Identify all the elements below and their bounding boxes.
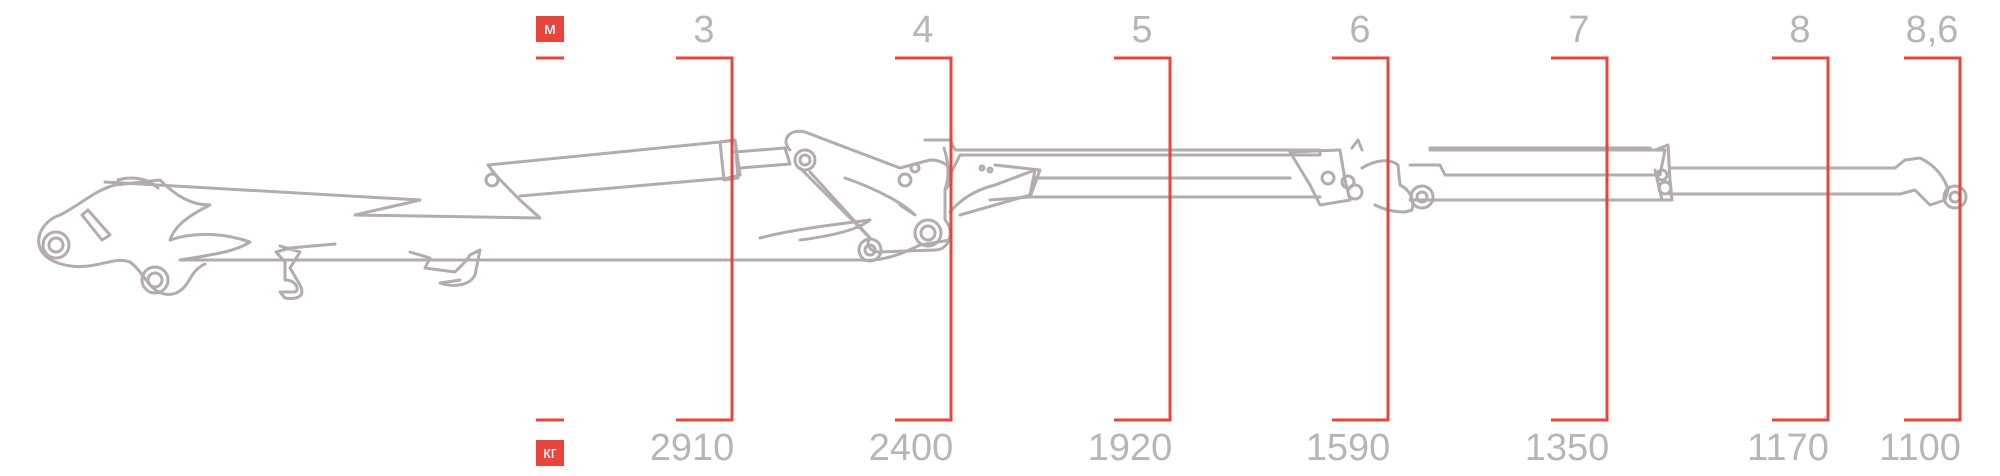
- capacity-unit-badge: кг: [536, 440, 564, 466]
- crane-outline: [37, 129, 1968, 300]
- capacity-label-2: 2400: [868, 427, 954, 469]
- capacity-label-4: 1590: [1305, 427, 1391, 469]
- range-bracket-2: [895, 56, 953, 422]
- range-bracket-4: [1332, 56, 1390, 422]
- reach-label-4: 6: [1349, 9, 1371, 51]
- range-bracket-1: [676, 56, 734, 422]
- range-bracket-6: [1772, 56, 1830, 422]
- range-bracket-3: [1114, 56, 1172, 422]
- reach-label-6: 8: [1789, 9, 1811, 51]
- reach-label-5: 7: [1568, 9, 1590, 51]
- reach-label-3: 5: [1131, 9, 1153, 51]
- range-bracket-7: [1904, 56, 1962, 422]
- load-range-brackets: [676, 56, 1962, 422]
- reach-label-2: 4: [912, 9, 934, 51]
- capacity-label-6: 1170: [1747, 427, 1829, 469]
- capacity-label-5: 1350: [1524, 427, 1610, 469]
- capacity-label-1: 2910: [649, 427, 735, 469]
- range-bracket-5: [1551, 56, 1609, 422]
- reach-label-1: 3: [693, 9, 715, 51]
- capacity-label-7: 1100: [1879, 427, 1961, 469]
- capacity-label-3: 1920: [1087, 427, 1173, 469]
- reach-unit-badge: м: [536, 16, 564, 42]
- reach-label-7: 8,6: [1905, 9, 1959, 51]
